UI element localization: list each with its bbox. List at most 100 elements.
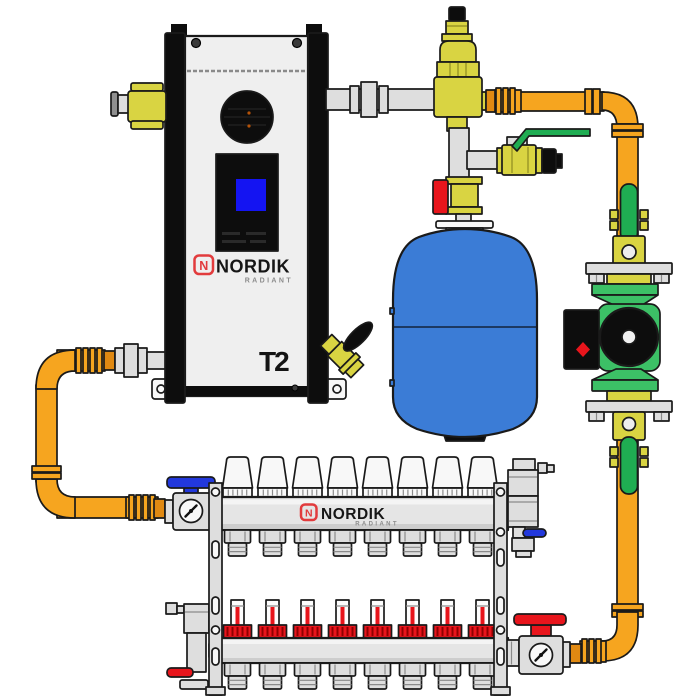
actuator-cap [291, 456, 324, 498]
manifold-port [328, 529, 357, 557]
pipe-elbow [35, 349, 76, 390]
manifold-port [258, 662, 287, 690]
actuator-cap-row [221, 456, 499, 498]
separator-body [433, 76, 483, 118]
manifold-port [328, 662, 357, 690]
manifold-port [293, 529, 322, 557]
manifold-port [363, 662, 392, 690]
pump-speed-knob [621, 329, 637, 345]
drain-handle [342, 321, 374, 352]
flow-meter [327, 599, 358, 639]
bracket [205, 482, 226, 696]
corrugated-connector [581, 638, 588, 664]
pipe-nut [153, 498, 166, 519]
manifold-brand-logo: N NORDIK RADIANT [299, 503, 399, 528]
brand-tagline: RADIANT [245, 278, 293, 285]
manifold-end-air-vent [507, 458, 555, 558]
hose-cap [541, 148, 557, 174]
tank-body [391, 227, 539, 439]
union-fitting [349, 85, 360, 114]
top-bracket [171, 24, 187, 35]
pipe-coupling [611, 603, 644, 611]
corrugated-connector [495, 87, 502, 115]
boiler-gas-fitting [110, 82, 167, 130]
pipe-coupling [584, 88, 593, 115]
pipe-coupling [611, 123, 644, 131]
actuator-cap [396, 456, 429, 498]
circulator-pump-assembly [563, 183, 673, 495]
flow-meter [397, 599, 428, 639]
manifold-port [433, 529, 462, 557]
pump-junction-box [563, 309, 600, 370]
flow-meter [362, 599, 393, 639]
flow-meter [222, 599, 253, 639]
pipe-nut [569, 643, 582, 664]
mini-drain-lever [522, 528, 547, 538]
brand-tagline: RADIANT [355, 522, 399, 528]
blue-butterfly-handle [166, 476, 216, 489]
model-mark: T2 [259, 346, 289, 377]
svg-text:N: N [199, 259, 208, 273]
screw [291, 37, 303, 49]
flow-meter-row [222, 599, 498, 639]
air-vent-cap [448, 6, 466, 22]
flow-meter [257, 599, 288, 639]
manifold-port [433, 662, 462, 690]
manifold-port [293, 662, 322, 690]
manifold-end-drain [165, 602, 218, 690]
screw [190, 37, 202, 49]
pipe-elbow [601, 611, 639, 662]
left-orange-pipe-run [31, 343, 170, 521]
brand-name: NORDIK [216, 257, 290, 277]
return-manifold [165, 599, 510, 690]
pipe-coupling [31, 465, 62, 473]
pump-logo-diamond [576, 342, 590, 357]
actuator-cap [326, 456, 359, 498]
manifold-port [223, 529, 252, 557]
red-valve-handle [432, 179, 449, 215]
relief-valve-assembly [432, 176, 494, 235]
purge-valve-assembly [448, 127, 591, 181]
manifold-port [398, 662, 427, 690]
actuator-cap [256, 456, 289, 498]
boiler-drain-valve [319, 321, 374, 379]
flow-meter [292, 599, 323, 639]
display-screen [236, 179, 266, 211]
top-bracket [306, 24, 322, 35]
return-port-row [223, 662, 497, 690]
actuator-cap [466, 456, 499, 498]
svg-text:N: N [305, 508, 313, 520]
return-isolation-valve [503, 613, 571, 675]
manifold-port [258, 529, 287, 557]
isolation-valve-lever [619, 436, 639, 495]
supply-isolation-valve [164, 476, 220, 531]
manifold-port [363, 529, 392, 557]
manifold-port [468, 662, 497, 690]
supply-manifold: N NORDIK RADIANT [212, 456, 555, 558]
manifold-port [223, 662, 252, 690]
supply-port-row [223, 529, 497, 557]
bracket [490, 482, 511, 696]
boiler-supply-pipe [325, 81, 439, 118]
mini-drain-lever [166, 667, 194, 678]
isolation-valve-lever [619, 183, 639, 242]
red-butterfly-handle [513, 613, 567, 626]
manifold-port [398, 529, 427, 557]
brand-name: NORDIK [321, 506, 385, 523]
green-valve-lever [511, 128, 591, 152]
pipe-elbow [601, 91, 639, 129]
relief-valve-body [450, 183, 479, 208]
pump-flange [585, 400, 673, 413]
air-separator [433, 6, 522, 132]
actuator-cap [361, 456, 394, 498]
pipe-elbow [35, 478, 76, 519]
screw [291, 384, 299, 392]
brand-n-icon [193, 254, 215, 276]
manifold-brackets [205, 482, 511, 696]
pipe-nut [103, 350, 116, 371]
manifold-port [468, 529, 497, 557]
actuator-cap [431, 456, 464, 498]
brand-n-icon [299, 503, 318, 522]
pump-flange [585, 262, 673, 275]
